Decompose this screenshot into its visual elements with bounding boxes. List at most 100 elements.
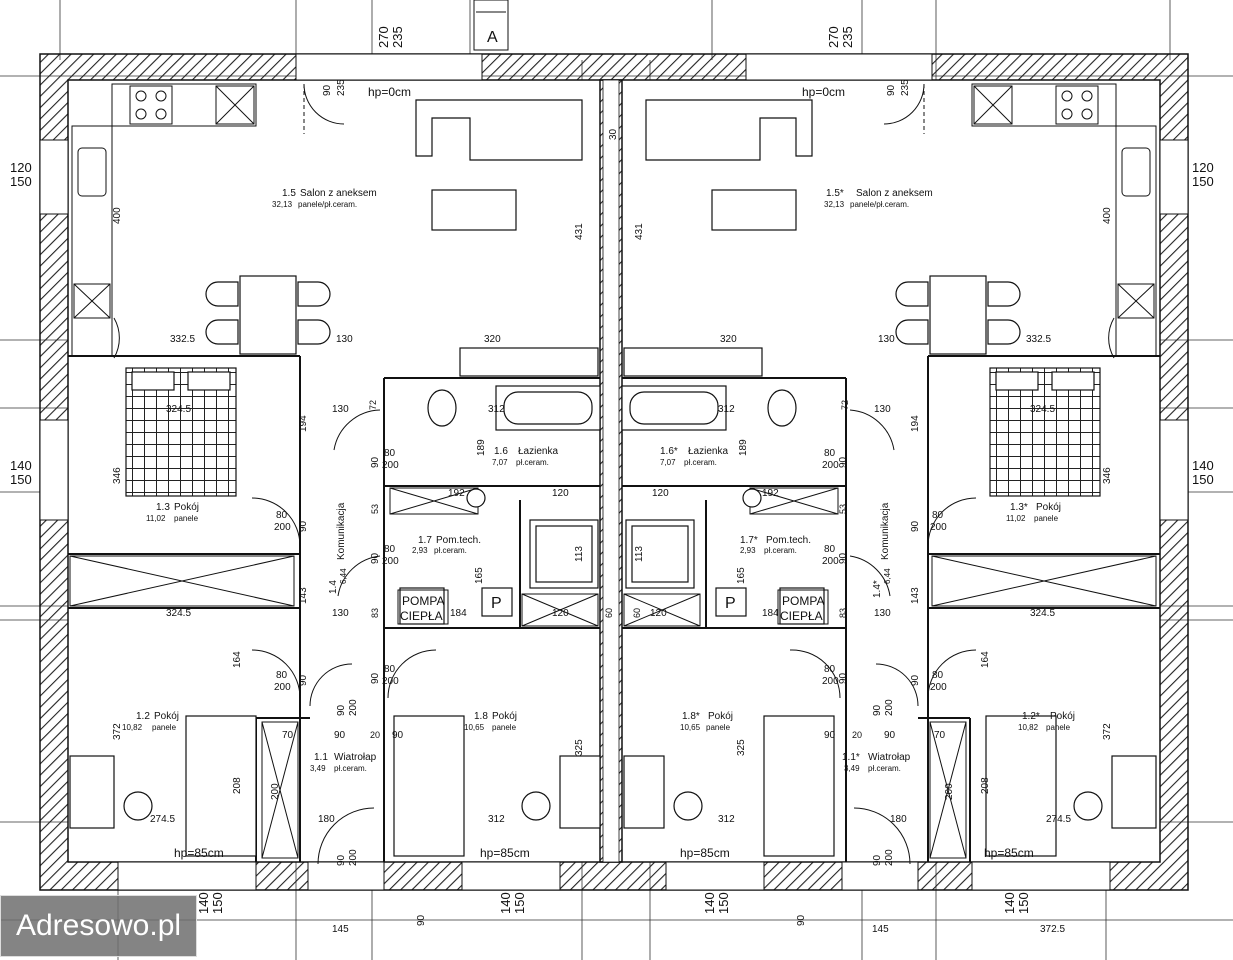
room-name: Pom.tech.: [766, 535, 811, 546]
dim-label: 90: [298, 520, 309, 532]
dim-label: 90: [416, 914, 427, 926]
pump-label: POMPA: [402, 594, 444, 608]
dim-label: 325: [736, 739, 747, 756]
dim-label: 140: [702, 892, 717, 914]
dim-label: 332.5: [1026, 334, 1051, 345]
dim-label: 130: [878, 334, 895, 345]
dim-label: 312: [718, 814, 735, 825]
room-finish: panele: [1034, 514, 1059, 523]
room-name: Komunikacja: [336, 502, 347, 560]
dim-label: 235: [840, 26, 855, 48]
kitchen: [71, 83, 1157, 357]
room-area: 10,82: [1018, 723, 1039, 732]
dim-label: 72: [840, 400, 850, 410]
pump-box-right: [777, 589, 829, 625]
room-name: Pokój: [492, 711, 517, 722]
dim-label: 208: [232, 777, 243, 794]
dim-label: 143: [298, 587, 309, 604]
dim-label: 150: [1016, 892, 1031, 914]
dim-label: 130: [874, 404, 891, 415]
dim-label: 143: [910, 587, 921, 604]
room-id: 1.3: [156, 502, 170, 513]
dim-label: 90: [910, 520, 921, 532]
room-area: 6,44: [339, 568, 348, 584]
dim-label: 189: [476, 439, 487, 456]
dim-label: 53: [370, 504, 380, 514]
room-name: Pokój: [1036, 502, 1061, 513]
room-id: 1.8: [474, 711, 488, 722]
pump-label: CIEPŁA: [400, 609, 443, 623]
room-id: 1.3*: [1010, 502, 1028, 513]
dim-label: 90: [336, 704, 347, 716]
room-area: 6,44: [883, 568, 892, 584]
room-area: 7,07: [492, 458, 508, 467]
dim-label: 90: [336, 854, 347, 866]
dim-label: 83: [838, 608, 848, 618]
room-area: 2,93: [412, 546, 428, 555]
room-id: 1.5*: [826, 188, 844, 199]
dim-label: 90: [796, 914, 807, 926]
dim-label: 346: [112, 467, 123, 484]
dim-label: 60: [632, 608, 642, 618]
dim-label: 372: [1102, 723, 1113, 740]
room-finish: pł.ceram.: [434, 546, 467, 555]
dim-label: 150: [1192, 174, 1214, 189]
room-finish: pł.ceram.: [764, 546, 797, 555]
equipment-labels: POMPA CIEPŁA POMPA CIEPŁA P P: [400, 594, 824, 623]
dim-label: 145: [872, 924, 889, 935]
room-area: 2,93: [740, 546, 756, 555]
dim-label: 400: [112, 207, 123, 224]
dim-label: 235: [390, 26, 405, 48]
dim-label: 200: [382, 676, 399, 687]
center-dims: 30: [608, 128, 619, 140]
dim-label: 80: [824, 448, 836, 459]
p-label: P: [725, 595, 736, 612]
room-finish: panele/pł.ceram.: [298, 200, 357, 209]
dim-label: 90: [838, 456, 849, 468]
windows: [39, 53, 1189, 891]
dim-label: 140: [10, 458, 32, 473]
room-id: 1.4*: [872, 580, 883, 598]
room-area: 3,49: [310, 764, 326, 773]
dim-label: 20: [370, 730, 380, 740]
dim-label: 90: [370, 456, 381, 468]
dim-label: 113: [634, 546, 645, 562]
room-area: 11,02: [1006, 514, 1026, 523]
dim-label: 184: [450, 608, 467, 619]
room-finish: pł.ceram.: [868, 764, 901, 773]
dim-label: 113: [574, 546, 585, 562]
dim-label: 324.5: [1030, 608, 1055, 619]
room-name: Wiatrołap: [868, 752, 911, 763]
dim-label: 194: [910, 415, 921, 432]
dim-label: hp=85cm: [174, 846, 224, 860]
room-id: 1.1*: [842, 752, 860, 763]
dim-label: 90: [884, 730, 896, 741]
room-name: Pokój: [708, 711, 733, 722]
dim-label: 200: [822, 556, 839, 567]
dim-label: 200: [930, 522, 947, 533]
dim-label: 80: [824, 544, 836, 555]
dim-label: 325: [574, 739, 585, 756]
room-area: 3,49: [844, 764, 860, 773]
room-area: 11,02: [146, 514, 166, 523]
dim-label: 120: [650, 608, 667, 619]
dim-label: 120: [552, 488, 569, 499]
dim-label: 192: [448, 488, 465, 499]
dim-label: 200: [348, 849, 359, 866]
dim-label: 60: [604, 608, 614, 618]
dim-label: 90: [370, 552, 381, 564]
bath-fixtures: [399, 347, 825, 625]
dim-label: 140: [196, 892, 211, 914]
room-id: 1.6*: [660, 446, 678, 457]
room-finish: pł.ceram.: [684, 458, 717, 467]
dim-label: 200: [944, 783, 955, 800]
dim-label: 200: [930, 682, 947, 693]
dim-label: 200: [822, 676, 839, 687]
dim-label: 80: [932, 670, 944, 681]
dim-label: 130: [332, 404, 349, 415]
room-area: 10,65: [680, 723, 701, 732]
dim-label: 200: [822, 460, 839, 471]
room-name: Salon z aneksem: [300, 188, 377, 199]
dim-label: 72: [368, 400, 378, 410]
